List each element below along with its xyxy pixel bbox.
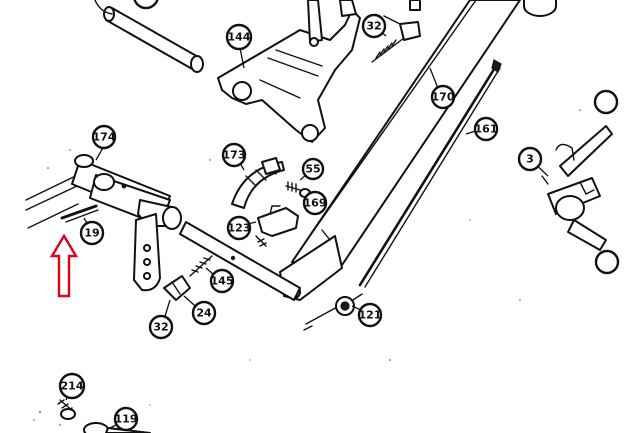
callout-label: 121: [359, 309, 382, 322]
callout-119: 119: [113, 406, 139, 432]
hex-nut: [335, 293, 363, 316]
callout-label: 32: [366, 20, 381, 33]
callout-label: 173: [223, 149, 246, 162]
callout-55: 55: [301, 157, 325, 181]
callout-161: 161: [473, 116, 499, 142]
callout-123: 123: [226, 215, 252, 241]
callout-label: 161: [475, 123, 498, 136]
edge-callouts: [593, 89, 620, 275]
callout-label: 214: [61, 380, 84, 393]
callout-label: 123: [228, 222, 251, 235]
up-arrow-icon: [49, 233, 79, 298]
callout-label: 169: [304, 197, 327, 210]
callout-173: 173: [221, 142, 247, 168]
callout-174: 174: [91, 124, 117, 150]
callout-label: 19: [84, 227, 99, 240]
callout-32-top: 32: [361, 13, 387, 39]
rod: [358, 59, 502, 288]
callout-145: 145: [209, 268, 235, 294]
callout-170: 170: [430, 84, 456, 110]
upper-spring-assembly: [371, 0, 421, 63]
top-right-roller: [523, 0, 557, 17]
upper-left-shaft: [94, 0, 204, 73]
callout-label: 174: [93, 131, 116, 144]
callout-label: 145: [211, 275, 234, 288]
right-side-assembly: [541, 125, 613, 251]
curved-clip: [231, 157, 285, 209]
small-bracket: [255, 205, 299, 247]
callout-32-bottom: 32: [148, 314, 174, 340]
callout-169: 169: [302, 190, 328, 216]
callout-121: 121: [357, 302, 383, 328]
callout-label: 32: [153, 321, 168, 334]
callout-label: 55: [305, 163, 320, 176]
callout-label: 170: [432, 91, 455, 104]
spring-and-clip: [163, 255, 213, 301]
pin: [60, 204, 99, 223]
callout-label: 3: [526, 153, 534, 166]
callout-19: 19: [79, 220, 105, 246]
scan-noise: [33, 109, 581, 426]
upper-bracket: [217, 0, 361, 143]
callout-3: 3: [517, 146, 543, 172]
callout-144: 144: [225, 23, 253, 51]
callout-214: 214: [58, 372, 86, 400]
pivot-shaft-assembly: [25, 154, 301, 301]
callout-label: 119: [115, 413, 138, 426]
callout-24: 24: [191, 300, 217, 326]
callout-label: 144: [228, 31, 251, 44]
callout-label: 24: [196, 307, 212, 320]
